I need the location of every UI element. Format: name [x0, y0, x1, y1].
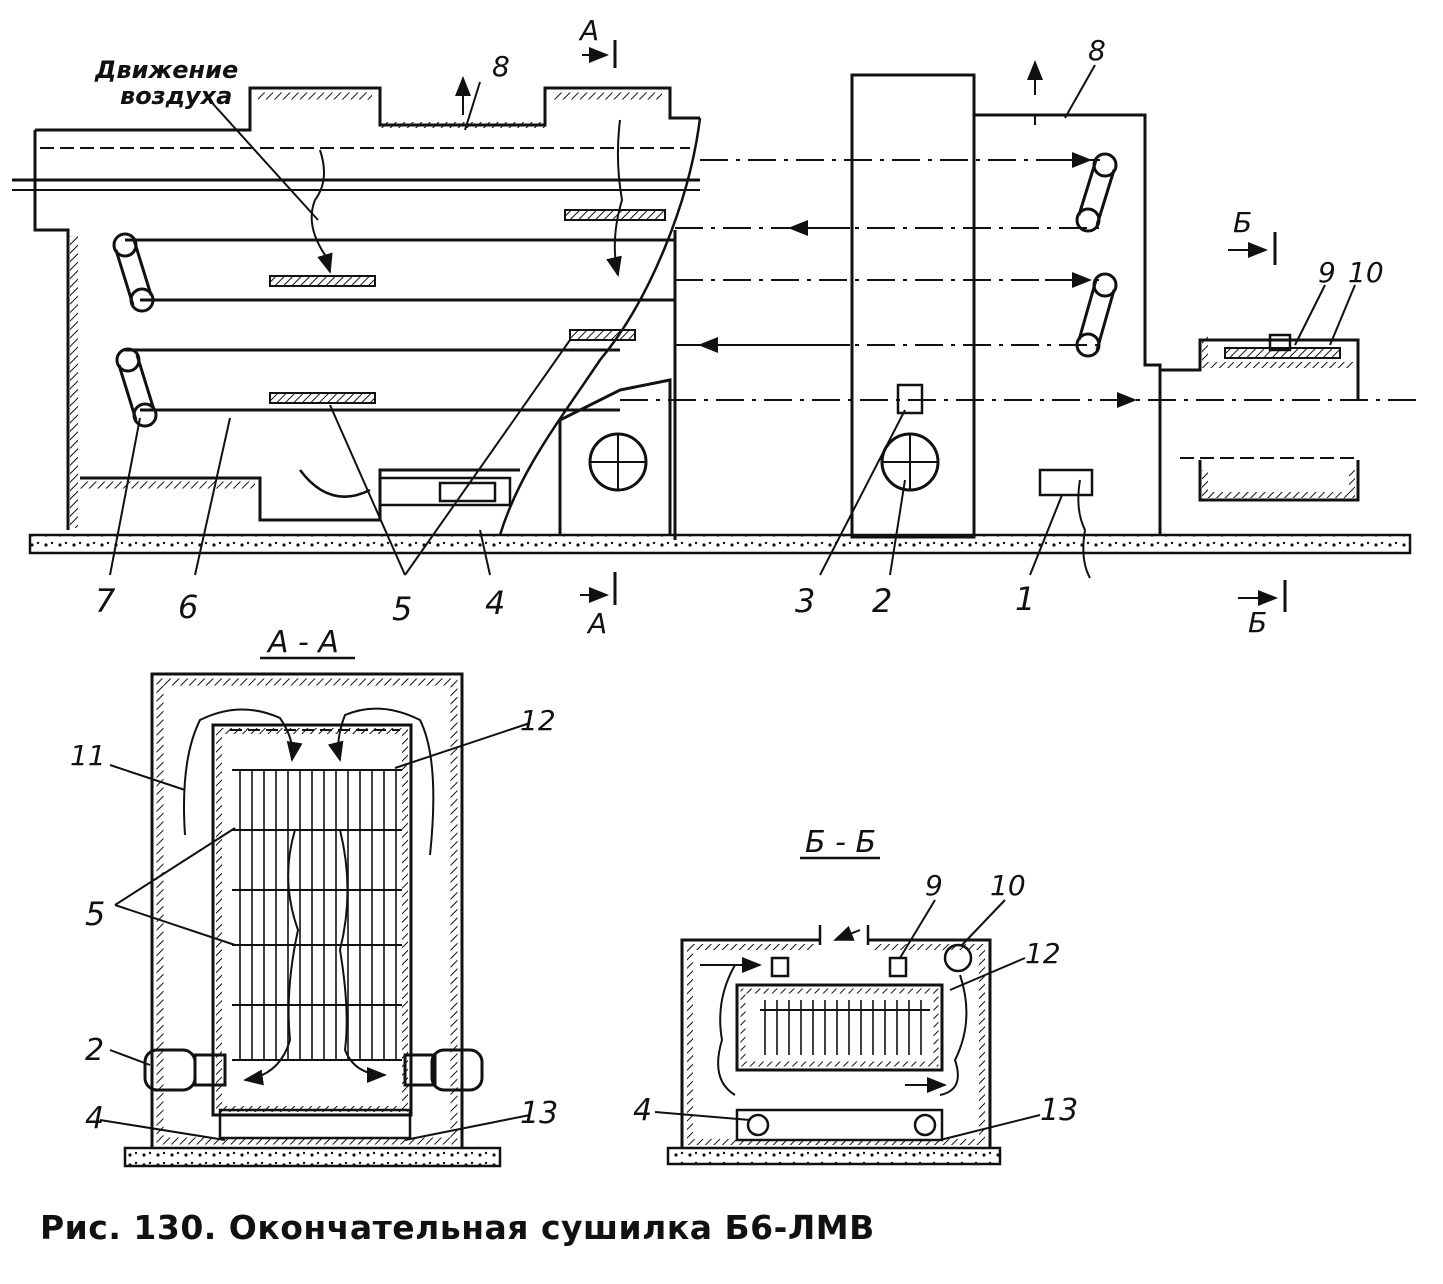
callout-6: 6 — [178, 588, 198, 626]
air-movement-label: Движение — [94, 56, 238, 84]
callout-4: 4 — [633, 1093, 652, 1128]
heater-block — [564, 209, 666, 221]
fan-symbol — [588, 432, 648, 492]
callout-5: 5 — [392, 590, 412, 628]
labels: Движение воздуха А А Б Б 8 8 9 10 7 6 5 … — [70, 14, 1384, 1136]
fan-symbol — [880, 432, 940, 492]
heater-block — [269, 392, 376, 404]
section-b-b-title: Б - Б — [805, 825, 876, 860]
callout-4: 4 — [485, 584, 505, 622]
section-mark-a-bottom: А — [586, 607, 607, 640]
central-tower — [850, 73, 976, 539]
heater-block — [569, 329, 636, 341]
section-a-a-view — [99, 656, 531, 1168]
air-movement-label: воздуха — [120, 82, 232, 110]
callout-9: 9 — [1318, 256, 1336, 289]
turn-roller — [1075, 272, 1118, 358]
fan-symbol — [943, 943, 973, 973]
cooling-section — [1160, 338, 1360, 400]
callout-10: 10 — [990, 869, 1026, 902]
turn-roller — [1075, 152, 1118, 233]
callout-13: 13 — [1040, 1093, 1078, 1128]
callout-1: 1 — [1015, 580, 1035, 618]
heater-grille — [232, 769, 402, 1061]
section-mark-b-top: Б — [1233, 206, 1252, 239]
dryer-diagram: Движение воздуха А А Б Б 8 8 9 10 7 6 5 … — [12, 14, 1420, 1168]
nozzle — [770, 956, 790, 978]
callout-8: 8 — [492, 50, 510, 83]
callout-12: 12 — [520, 704, 556, 737]
section-mark-a-top: А — [578, 14, 599, 47]
section-mark-b-bottom: Б — [1248, 606, 1267, 639]
fan-motor — [143, 1048, 227, 1092]
callout-12: 12 — [1025, 937, 1061, 970]
section-b-b-view — [654, 856, 1041, 1166]
section-a-a-title: А - А — [266, 625, 339, 660]
callout-13: 13 — [520, 1096, 558, 1131]
heater-block — [269, 275, 376, 287]
callout-3: 3 — [795, 582, 815, 620]
callout-4: 4 — [85, 1101, 104, 1136]
nozzle — [888, 956, 908, 978]
turn-roller — [115, 347, 158, 428]
inlet-box — [1038, 468, 1094, 497]
callout-2: 2 — [872, 582, 892, 620]
callout-11: 11 — [70, 739, 106, 772]
turn-roller — [112, 232, 155, 313]
callout-10: 10 — [1348, 256, 1384, 289]
fan-motor — [403, 1048, 484, 1092]
callout-7: 7 — [95, 582, 116, 620]
main-longitudinal-view — [12, 40, 1420, 612]
floor — [28, 533, 1412, 555]
callout-5: 5 — [85, 895, 105, 933]
callout-8: 8 — [1088, 34, 1106, 67]
callout-9: 9 — [925, 869, 943, 902]
section-cut-curve — [498, 117, 702, 536]
figure-caption: Рис. 130. Окончательная сушилка Б6-ЛМВ — [40, 1208, 875, 1247]
callout-2: 2 — [85, 1033, 104, 1068]
